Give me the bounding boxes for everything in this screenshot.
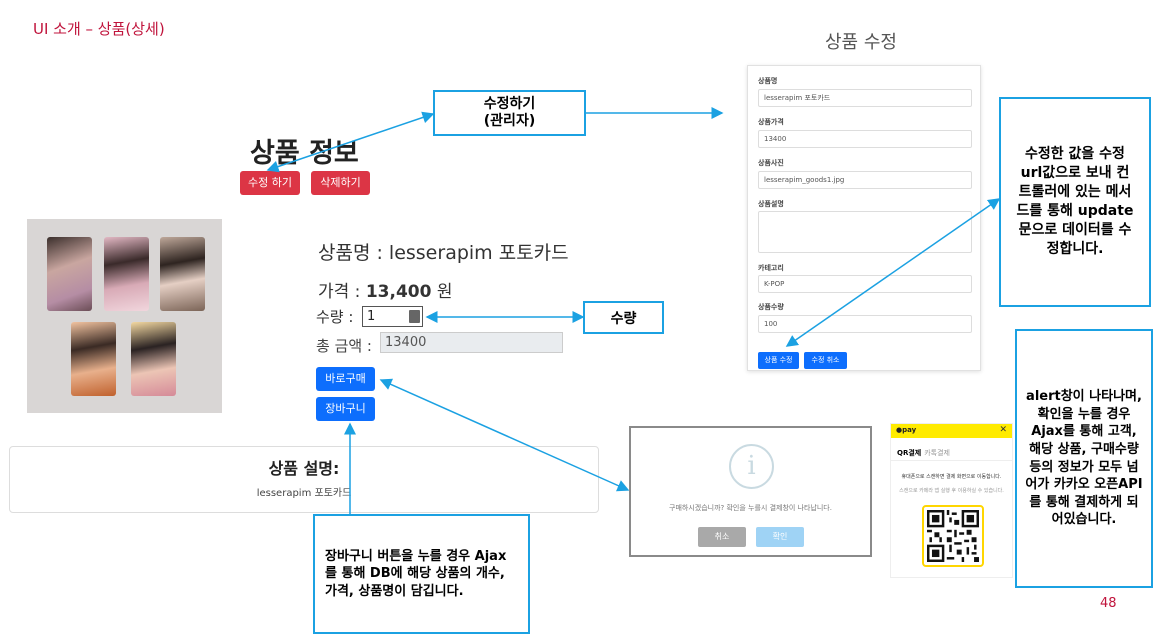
description-title: 상품 설명: — [268, 459, 340, 478]
image-input[interactable]: lesserapim_goods1.jpg — [758, 171, 972, 189]
cart-button[interactable]: 장바구니 — [316, 397, 375, 421]
purchase-confirm-dialog: i 구매하시겠습니까? 확인을 누를시 결제창이 나타납니다. 취소 확인 — [629, 426, 872, 557]
divider — [891, 460, 1012, 461]
field-label-price: 상품가격 — [758, 118, 784, 126]
kakaopay-message: 휴대폰으로 스캔하면 결제 화면으로 이동합니다. — [901, 474, 1002, 480]
callout-edit-admin: 수정하기 (관리자) — [433, 90, 586, 136]
product-photo — [27, 219, 222, 413]
callout-alert-note: alert창이 나타나며, 확인을 누를 경우 Ajax를 통해 고객, 해당 … — [1015, 329, 1153, 588]
info-icon: i — [729, 444, 774, 489]
price-label: 가격 : — [318, 282, 366, 302]
field-label-image: 상품사진 — [758, 159, 784, 167]
total-amount-field: 13400 — [380, 332, 563, 353]
qr-code — [922, 505, 984, 567]
page-number: 48 — [1100, 596, 1117, 611]
tab-qr-payment[interactable]: QR결제 — [897, 449, 922, 457]
photocard-4 — [71, 322, 116, 396]
cancel-edit-button[interactable]: 수정 취소 — [804, 352, 847, 369]
callout-quantity: 수량 — [583, 301, 664, 334]
photocard-3 — [160, 237, 205, 311]
price-unit: 원 — [431, 282, 453, 302]
product-name: 상품명 : lesserapim 포토카드 — [318, 242, 569, 264]
dialog-message: 구매하시겠습니까? 확인을 누를시 결제창이 나타납니다. — [669, 504, 832, 512]
callout-cart-note: 장바구니 버튼을 누를 경우 Ajax를 통해 DB에 해당 상품의 개수, 가… — [313, 514, 530, 634]
photocard-5 — [131, 322, 176, 396]
quantity-value: 1 — [367, 309, 376, 324]
field-label-category: 카테고리 — [758, 264, 784, 272]
total-label: 총 금액 : — [316, 337, 372, 355]
tab-talk-payment[interactable]: 카톡결제 — [924, 449, 950, 457]
edit-form-title: 상품 수정 — [825, 32, 897, 53]
field-label-stock: 상품수량 — [758, 303, 784, 311]
quantity-label: 수량 : — [316, 308, 354, 326]
spinner-icon[interactable] — [409, 310, 420, 323]
kakaopay-sub-message: 스캔으로 카메라 앱 실행 후 이용하실 수 있습니다. — [899, 488, 1004, 494]
dialog-cancel-button[interactable]: 취소 — [698, 527, 746, 547]
submit-edit-button[interactable]: 상품 수정 — [758, 352, 799, 369]
product-price: 가격 : 13,400 원 — [318, 277, 452, 302]
kakaopay-header: ●pay ✕ — [891, 424, 1012, 438]
buy-now-button[interactable]: 바로구매 — [316, 367, 375, 391]
name-input[interactable]: lesserapim 포토카드 — [758, 89, 972, 107]
price-input[interactable]: 13400 — [758, 130, 972, 148]
callout-update-note: 수정한 값을 수정 url값으로 보내 컨트롤러에 있는 메서드를 통해 upd… — [999, 97, 1151, 307]
photocard-1 — [47, 237, 92, 311]
edit-button[interactable]: 수정 하기 — [240, 171, 300, 195]
field-label-description: 상품설명 — [758, 200, 784, 208]
field-label-name: 상품명 — [758, 77, 778, 85]
kakaopay-logo: ●pay — [896, 426, 917, 434]
dialog-confirm-button[interactable]: 확인 — [756, 527, 804, 547]
delete-button[interactable]: 삭제하기 — [311, 171, 370, 195]
description-text: lesserapim 포토카드 — [256, 488, 352, 499]
price-value: 13,400 — [365, 282, 432, 302]
close-icon[interactable]: ✕ — [999, 425, 1007, 435]
slide-title: UI 소개 – 상품(상세) — [33, 20, 165, 38]
quantity-stepper[interactable]: 1 — [362, 306, 423, 327]
qr-code-icon — [927, 510, 979, 562]
photocard-2 — [104, 237, 149, 311]
